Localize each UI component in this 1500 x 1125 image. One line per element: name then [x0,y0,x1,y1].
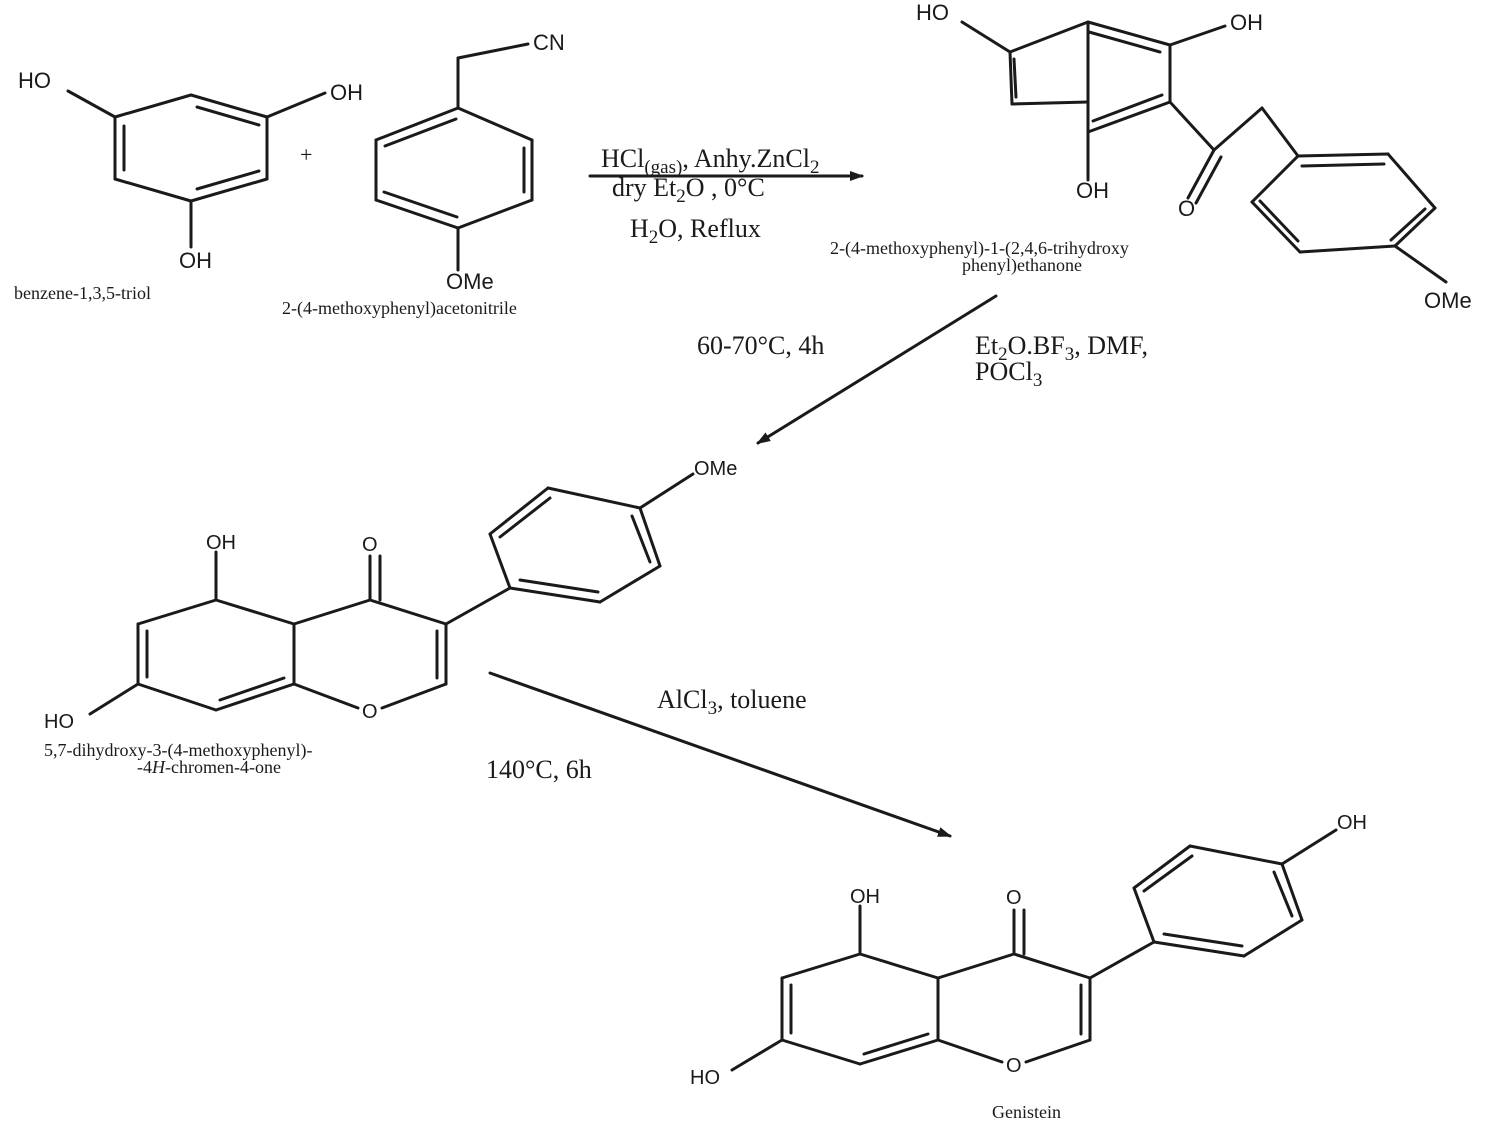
step1-reaction: HCl(gas), Anhy.ZnCl2 dry Et2O , 0°C H2O,… [588,144,864,248]
step2-condition: 60-70°C, 4h [697,331,824,360]
step1-reagent-line1: HCl(gas), Anhy.ZnCl2 [601,144,819,178]
atom-label-ome: OMe [1424,288,1472,313]
step3-condition: 140°C, 6h [486,755,592,784]
atom-label-ho: HO [916,0,949,25]
compound-name-phloroglucinol: benzene-1,3,5-triol [14,283,151,303]
atom-label-ring-o: O [362,701,378,723]
compound-name-isoflavone-line1: 5,7-dihydroxy-3-(4-methoxyphenyl)- [44,740,312,761]
step1-reagent-line3: H2O, Reflux [630,214,761,248]
ketone-structure: HO OH OH O OMe 2-(4-methoxyphenyl)-1-(2,… [830,0,1472,313]
ketone-bonds [960,20,1448,284]
plus-sign: + [300,142,312,167]
step3-arrow [488,671,952,838]
atom-label-o: O [362,534,378,556]
phloroglucinol-bonds [66,89,327,249]
atom-label-o: O [1006,887,1022,909]
atom-label-oh: OH [850,886,880,908]
step2-reagent-line1: Et2O.BF3, DMF, [975,331,1148,365]
atom-label-ho: HO [44,711,74,733]
compound-name-isoflavone-line2: -4H-chromen-4-one [137,757,281,777]
atom-label-oh: OH [1076,178,1109,203]
atom-label-cn: CN [533,30,565,55]
phloroglucinol-structure: HO OH OH benzene-1,3,5-triol [14,68,363,303]
atom-label-oh: OH [1337,812,1367,834]
isoflavone-bonds [88,472,695,716]
step2-reagent-line2: POCl3 [975,357,1042,391]
nitrile-bonds [374,42,534,272]
genistein-bonds [730,828,1338,1072]
atom-label-ho: HO [18,68,51,93]
compound-name-ketone-line2: phenyl)ethanone [962,255,1082,276]
atom-label-ho: HO [690,1067,720,1089]
atom-label-oh: OH [206,532,236,554]
compound-name-genistein: Genistein [992,1102,1061,1122]
step3-reagent: AlCl3, toluene [657,685,807,719]
step1-reagent-line2: dry Et2O , 0°C [612,173,765,207]
atom-label-ome: OMe [694,458,737,480]
atom-label-oh: OH [330,80,363,105]
isoflavone-structure: OH O OMe HO O 5,7-dihydroxy-3-(4-methoxy… [44,458,737,777]
step3-reaction: AlCl3, toluene 140°C, 6h [486,671,952,838]
step2-reaction: 60-70°C, 4h Et2O.BF3, DMF, POCl3 [697,294,1148,445]
compound-name-ketone-line1: 2-(4-methoxyphenyl)-1-(2,4,6-trihydroxy [830,238,1129,259]
compound-name-nitrile: 2-(4-methoxyphenyl)acetonitrile [282,298,517,319]
atom-label-ome: OMe [446,269,494,294]
step2-arrow [756,294,998,445]
genistein-structure: OH O OH HO O Genistein [690,812,1367,1122]
atom-label-o: O [1178,196,1195,221]
atom-label-ring-o: O [1006,1055,1022,1077]
nitrile-structure: CN OMe 2-(4-methoxyphenyl)acetonitrile [282,30,565,319]
atom-label-oh: OH [1230,10,1263,35]
atom-label-oh: OH [179,248,212,273]
